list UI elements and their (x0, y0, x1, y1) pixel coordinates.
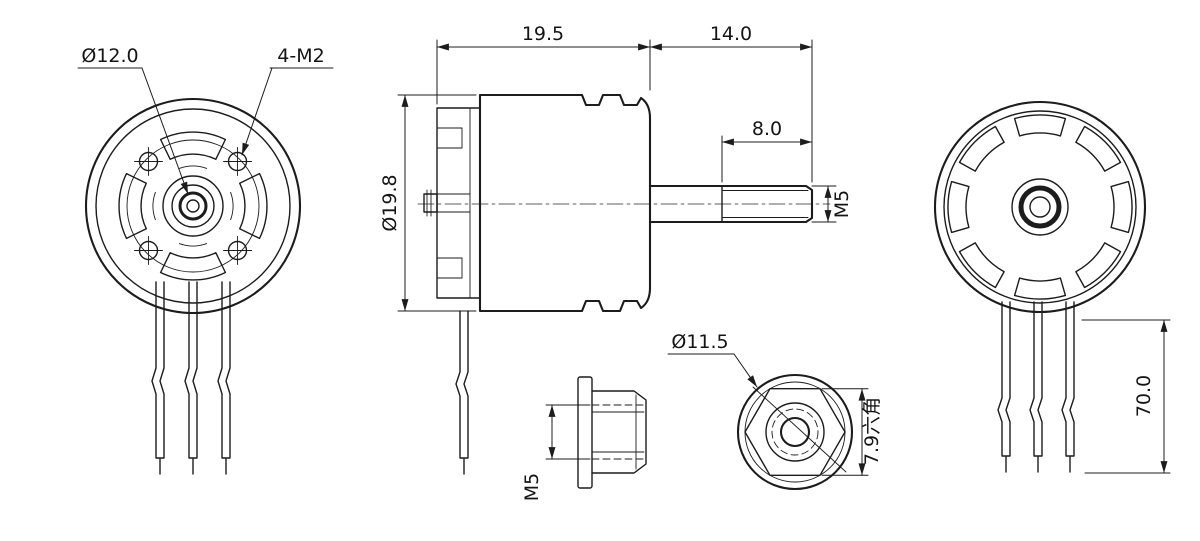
front-view: Ø12.0 4-M2 (77, 45, 334, 475)
front-outer-circle (84, 97, 302, 315)
dim-wire-length-label: 70.0 (1133, 375, 1155, 417)
rear-center-hub (1011, 178, 1069, 236)
side-mount-plate (423, 107, 481, 299)
dim-nut-hex-label: 7.9六角 (861, 397, 883, 465)
nut-side-dimensions: M5 (521, 404, 591, 501)
nut-hexagon (744, 388, 846, 476)
dim-shaft-section-label: 14.0 (710, 23, 752, 45)
rear-dimensions: 70.0 (1081, 319, 1171, 474)
dim-thread-length-label: 8.0 (752, 118, 782, 140)
nut-flange-diameter-label: Ø11.5 (671, 331, 728, 353)
side-motor-wire (455, 310, 469, 475)
dim-body-length-label: 19.5 (522, 23, 564, 45)
dim-body-diameter-label: Ø19.8 (379, 174, 401, 231)
front-center-hub (152, 165, 234, 247)
rear-view: 70.0 (933, 100, 1171, 474)
dim-nut-thread-label: M5 (521, 473, 543, 501)
side-bell-outline (478, 93, 652, 313)
front-inner-rim (95, 108, 291, 304)
front-diameter-label: Ø12.0 (81, 45, 138, 67)
nut-body-outline (591, 390, 647, 474)
side-rear-shaft-stub (423, 193, 438, 213)
nut-top-annotations: Ø11.5 7.9六角 (667, 331, 883, 476)
nut-hex-diagonal (752, 386, 847, 473)
nut-top-view: Ø11.5 7.9六角 (667, 331, 883, 491)
front-annotations: Ø12.0 4-M2 (77, 45, 334, 195)
rear-motor-wires (997, 301, 1075, 473)
nut-side-view: M5 (521, 376, 647, 501)
nut-flange-circle (736, 373, 854, 491)
nut-flange (577, 376, 593, 489)
front-screw-holes (134, 147, 252, 265)
rear-vent-slots (947, 114, 1133, 300)
side-shaft (648, 184, 814, 224)
dim-shaft-thread-label: M5 (831, 190, 853, 218)
nut-flange-diameter-leader (733, 353, 758, 388)
front-diameter-leader (141, 67, 189, 195)
front-mount-holes-label: 4-M2 (277, 45, 324, 67)
front-mount-holes-leader (241, 67, 273, 156)
side-view: 19.5 14.0 8.0 Ø19.8 M5 (379, 23, 853, 475)
rear-outer-circle (933, 100, 1147, 314)
front-vent-slots (118, 131, 268, 281)
front-detail-circle (126, 139, 260, 273)
side-dimensions: 19.5 14.0 8.0 Ø19.8 M5 (379, 23, 853, 312)
front-motor-wires (151, 281, 231, 475)
